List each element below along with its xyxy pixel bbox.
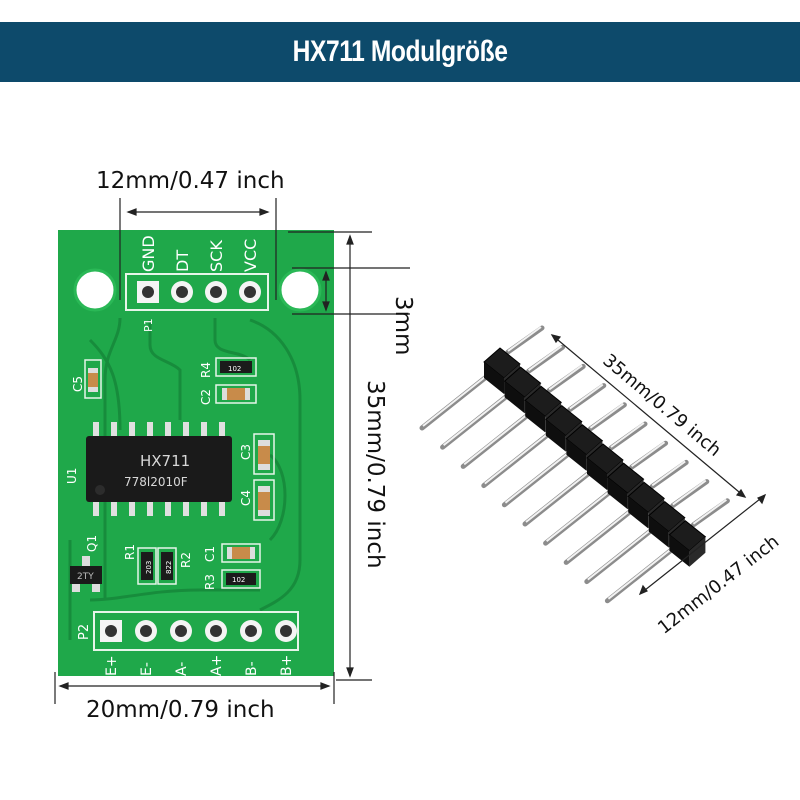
dim-pin-spacing: 12mm/0.47 inch xyxy=(96,168,285,194)
pcb-traces xyxy=(68,317,302,640)
hx711-chip: HX711 778l2010F xyxy=(86,422,232,516)
dim-hole-size: 3mm xyxy=(390,296,416,356)
board-dimension-lines xyxy=(54,198,410,704)
label-r1: R1 xyxy=(123,544,137,560)
header-dimension-lines xyxy=(550,334,767,596)
top-header-outline xyxy=(125,273,269,311)
resistor-code-r4: 102 xyxy=(228,365,241,373)
page-title: HX711 Modulgröße xyxy=(292,35,508,68)
resistor-code-r3: 102 xyxy=(232,576,245,584)
pin-label-vcc: VCC xyxy=(241,239,260,272)
top-pin-labels: GND DT SCK VCC xyxy=(139,235,260,272)
pin-label-b-minus: B- xyxy=(244,661,260,676)
dim-board-height: 35mm/0.79 inch xyxy=(362,380,388,569)
label-q1: Q1 xyxy=(85,535,99,552)
resistor-code-r1: 203 xyxy=(145,561,153,574)
pin-label-a-minus: A- xyxy=(174,662,190,676)
pin-label-e-plus: E+ xyxy=(104,655,120,676)
pin-label-gnd: GND xyxy=(139,235,158,272)
pin-header xyxy=(419,325,730,604)
pin-label-e-minus: E- xyxy=(139,662,155,676)
pin-label-a-plus: A+ xyxy=(209,655,225,676)
label-p1: P1 xyxy=(142,318,155,332)
title-banner: HX711 Modulgröße xyxy=(0,22,800,82)
bottom-pin-labels: E+ E- A- A+ B- B+ xyxy=(104,655,295,676)
header-pin xyxy=(460,363,586,469)
label-u1: U1 xyxy=(65,468,79,484)
mounting-hole-right xyxy=(278,268,322,312)
label-p2: P2 xyxy=(77,624,92,640)
bottom-header-outline xyxy=(93,611,299,651)
pin-label-b-plus: B+ xyxy=(279,655,295,676)
label-c4: C4 xyxy=(239,490,253,506)
resistor-code-r2: 822 xyxy=(165,561,173,574)
chip-text-model: HX711 xyxy=(140,452,190,470)
label-r3: R3 xyxy=(203,574,217,590)
top-pads xyxy=(137,281,261,303)
label-r2: R2 xyxy=(179,552,193,568)
label-c3: C3 xyxy=(239,444,253,460)
hx711-board: GND DT SCK VCC P1 C5 102 R4 C2 xyxy=(58,230,334,676)
header-pin xyxy=(584,479,710,585)
label-c1: C1 xyxy=(203,546,217,562)
pin-label-dt: DT xyxy=(173,250,192,272)
chip-text-code: 778l2010F xyxy=(124,475,188,489)
label-c5: C5 xyxy=(71,376,85,392)
mounting-hole-left xyxy=(73,268,117,312)
transistor-code: 2TY xyxy=(77,572,94,582)
label-c2: C2 xyxy=(199,389,213,405)
pin-label-sck: SCK xyxy=(207,240,226,272)
label-r4: R4 xyxy=(199,362,213,378)
bottom-pads xyxy=(100,620,297,642)
dim-board-width: 20mm/0.79 inch xyxy=(86,697,275,723)
